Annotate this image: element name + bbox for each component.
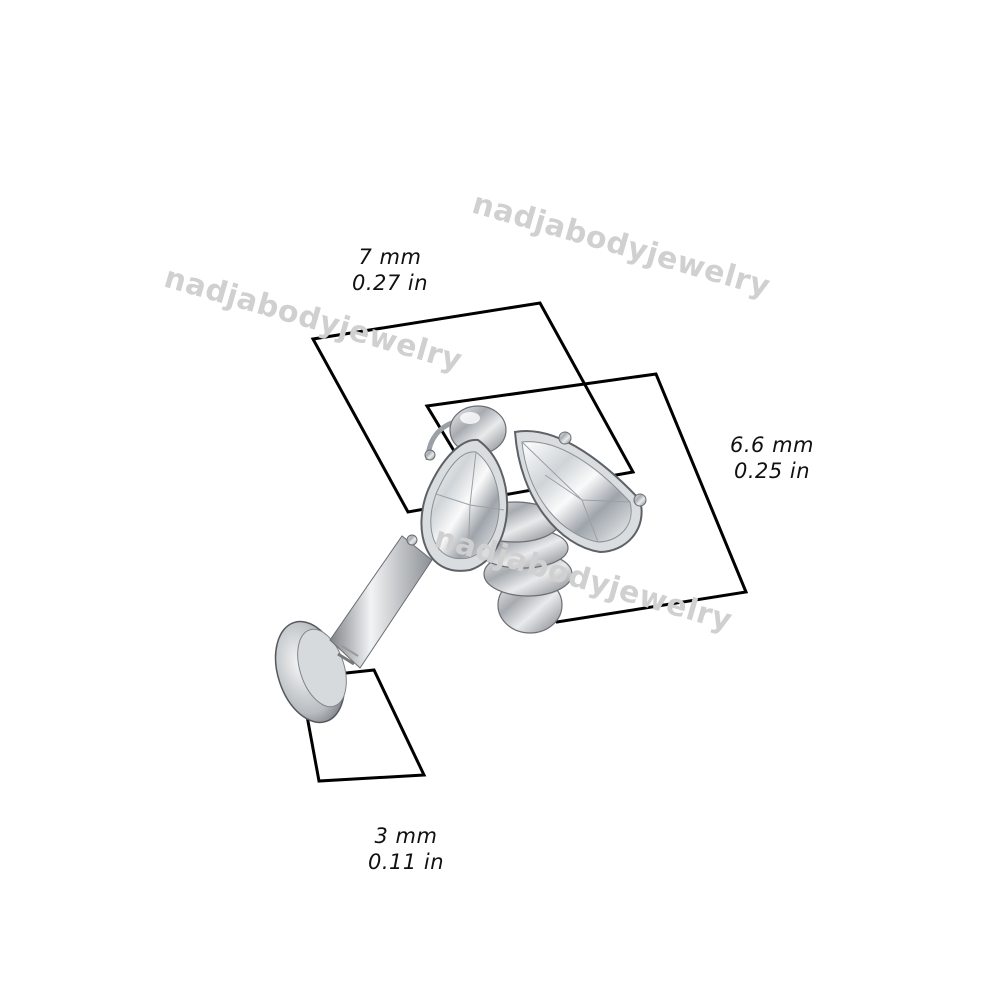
height-inch: 0.25 in bbox=[733, 459, 811, 483]
disc-label: 3 mm 0.11 in bbox=[336, 823, 476, 875]
width-mm: 7 mm bbox=[358, 245, 422, 269]
right-wing-gem bbox=[513, 430, 647, 554]
width-label: 7 mm 0.27 in bbox=[320, 244, 460, 296]
height-label: 6.6 mm 0.25 in bbox=[702, 432, 842, 484]
width-inch: 0.27 in bbox=[351, 271, 429, 295]
height-mm: 6.6 mm bbox=[730, 433, 814, 457]
width-outline bbox=[310, 301, 636, 514]
left-wing-gem bbox=[420, 438, 508, 572]
labret-post bbox=[329, 535, 433, 669]
disc-inch: 0.11 in bbox=[367, 850, 445, 874]
disc-outline bbox=[298, 668, 427, 783]
bee-labret-stud bbox=[274, 405, 647, 724]
disc-mm: 3 mm bbox=[374, 824, 438, 848]
